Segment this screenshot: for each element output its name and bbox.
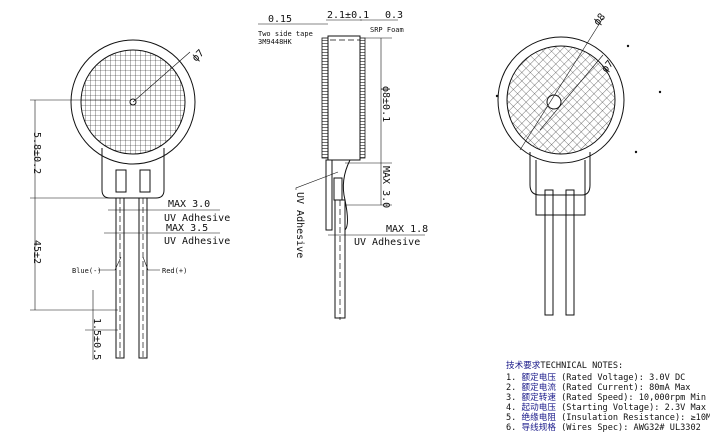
- motor-outline: [70, 39, 196, 165]
- uv-adhesive-label-1: UV Adhesive: [164, 213, 230, 224]
- uv-adhesive-vertical-label: UV Adhesive: [294, 192, 305, 258]
- wire-length-dim: 45±2: [31, 240, 42, 264]
- tape-label: Two side tape: [258, 30, 313, 38]
- note-item: 3. 额定转速 (Rated Speed): 10,000rpm Min: [506, 391, 706, 403]
- back-view: ϕ8 ϕ7: [495, 12, 662, 316]
- front-view: ϕ7 5.8±0.2 45±2 1.5±0.5 MAX 3.0 UV Adhes…: [30, 39, 230, 360]
- note-item: 5. 绝缘电阻 (Insulation Resistance): ≥10MΩ: [506, 411, 710, 423]
- note-item: 1. 额定电压 (Rated Voltage): 3.0V DC: [506, 371, 685, 383]
- tape-model-label: 3M9448HK: [258, 38, 293, 46]
- strip-length-dim: 1.5±0.5: [91, 318, 102, 360]
- wires: [115, 197, 148, 360]
- wire-max-dim: MAX 1.8: [386, 224, 428, 235]
- uv-adhesive-wire-label: UV Adhesive: [354, 237, 420, 248]
- note-item: 4. 起动电压 (Starting Voltage): 2.3V Max: [506, 401, 706, 413]
- side-diameter-dim: ϕ8±0.1: [380, 86, 391, 122]
- uv-adhesive-label-2: UV Adhesive: [164, 236, 230, 247]
- body-thickness-dim: 2.1±0.1: [327, 10, 369, 21]
- back-outer-diameter: ϕ8: [592, 12, 608, 28]
- body-height-dim: 5.8±0.2: [31, 132, 42, 174]
- tape-thickness-dim: 0.15: [268, 14, 292, 25]
- max-3-0-label: MAX 3.0: [168, 199, 210, 210]
- max-3-5-label: MAX 3.5: [166, 223, 208, 234]
- technical-notes: 技术要求TECHNICAL NOTES: 1. 额定电压 (Rated Volt…: [506, 359, 710, 433]
- red-wire-label: Red(+): [162, 267, 187, 275]
- front-diameter-label: ϕ7: [190, 48, 206, 64]
- notes-title: 技术要求TECHNICAL NOTES:: [506, 359, 623, 371]
- side-view: 0.15 Two side tape 3M9448HK 2.1±0.1 0.3 …: [258, 10, 428, 320]
- note-item: 2. 额定电流 (Rated Current): 80mA Max: [506, 381, 690, 393]
- note-item: 6. 导线规格 (Wires Spec): AWG32# UL3302: [506, 421, 701, 433]
- foam-thickness-dim: 0.3: [385, 10, 403, 21]
- tab-max-dim: MAX 3.0: [380, 166, 391, 208]
- foam-label: SRP Foam: [370, 26, 404, 34]
- blue-wire-label: Blue(-): [72, 267, 102, 275]
